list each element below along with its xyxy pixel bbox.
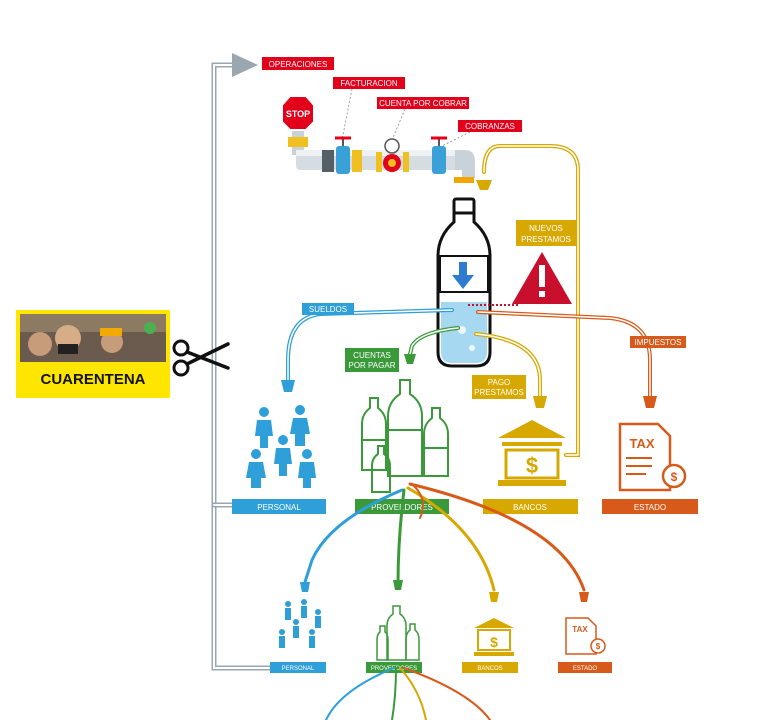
label-impuestos [630, 336, 686, 348]
impuestos-flow: IMPUESTOS [476, 310, 686, 408]
cuenta-por-cobrar-text: CUENTA POR COBRAR [379, 99, 467, 108]
pago-prestamos-flow: PAGO PRESTAMOS [472, 332, 547, 408]
bank-icon: $ [498, 420, 566, 486]
label-personal-small [270, 662, 326, 673]
label-nuevos-prestamos [516, 220, 576, 246]
sprinkler-icon-orange [643, 396, 657, 408]
stop-sign-text: STOP [286, 109, 310, 119]
impuestos-text: IMPUESTOS [635, 338, 682, 347]
cuentas-por-pagar-line1: CUENTAS [353, 351, 391, 360]
label-estado [602, 499, 698, 514]
bottles-icon-small [376, 605, 420, 661]
label-cobranzas [458, 120, 522, 132]
nuevos-prestamos-flow: NUEVOS PRESTAMOS [476, 144, 580, 457]
tax-small-text: TAX [572, 625, 588, 634]
warning-icon [468, 252, 572, 306]
nuevos-prestamos-line1: NUEVOS [529, 224, 563, 233]
label-pago-prestamos [472, 375, 526, 399]
valve-icon [322, 136, 362, 174]
pago-prestamos-line1: PAGO [488, 378, 511, 387]
sprinkler-icon-gold [533, 396, 547, 408]
bancos-text: BANCOS [513, 503, 547, 512]
sueldos-text: SUELDOS [309, 305, 347, 314]
bank-dollar-text: $ [526, 453, 538, 478]
pago-prestamos-line2: PRESTAMOS [474, 388, 524, 397]
sprinkler-icon-blue [281, 380, 295, 392]
gauge-valve-icon [376, 138, 409, 172]
label-facturacion [333, 77, 405, 89]
arrow-right-icon [232, 53, 258, 77]
label-bancos-small [462, 662, 518, 673]
valve-icon-2 [431, 136, 447, 174]
label-personal [232, 499, 326, 514]
tax-bag-dollar: $ [671, 470, 678, 484]
operaciones-text: OPERACIONES [269, 60, 328, 69]
people-icon-small [279, 599, 321, 648]
pipeline-top: OPERACIONES FACTURACION CUENTA POR COBRA… [262, 57, 522, 183]
personal-text: PERSONAL [257, 503, 301, 512]
facturacion-text: FACTURACION [340, 79, 398, 88]
cobranzas-text: COBRANZAS [465, 122, 515, 131]
label-bancos [483, 499, 578, 514]
tax-document-icon: TAX $ [618, 422, 687, 492]
return-line [211, 53, 275, 671]
second-level-flows [300, 482, 589, 602]
scissors-icon [172, 339, 230, 377]
tax-small-dollar: $ [596, 642, 601, 651]
estado-text: ESTADO [634, 503, 666, 512]
arrow-down-icon [452, 275, 474, 289]
sprinkler-icon-green [404, 354, 416, 364]
label-sueldos [302, 303, 354, 315]
cuarentena-banner: CUARENTENA [41, 371, 146, 388]
sueldos-flow: SUELDOS [281, 303, 454, 392]
bottle-icon [436, 197, 492, 368]
bank-small-dollar: $ [490, 634, 498, 650]
sprinkler-icon [476, 180, 492, 190]
bancos-small-text: BANCOS [477, 666, 502, 672]
tax-document-icon-small: TAX $ [565, 617, 606, 655]
third-level-flows [325, 667, 491, 720]
personal-small-text: PERSONAL [282, 666, 315, 672]
cuentas-por-pagar-line2: POR PAGAR [349, 361, 396, 370]
label-cuentas-por-pagar [345, 348, 399, 372]
cuentas-por-pagar-flow: CUENTAS POR PAGAR [345, 326, 460, 372]
nuevos-prestamos-line2: PRESTAMOS [521, 235, 571, 244]
quarantine-photo: CUARENTENA [16, 310, 170, 398]
stop-sign-icon [281, 95, 315, 131]
people-icon [246, 405, 316, 488]
bank-icon-small: $ [474, 618, 514, 656]
label-cuenta-por-cobrar [377, 97, 469, 109]
estado-small-text: ESTADO [573, 666, 598, 672]
bottles-icon [361, 379, 449, 493]
label-operaciones [262, 57, 334, 70]
tax-text: TAX [629, 436, 654, 451]
label-estado-small [558, 662, 612, 673]
